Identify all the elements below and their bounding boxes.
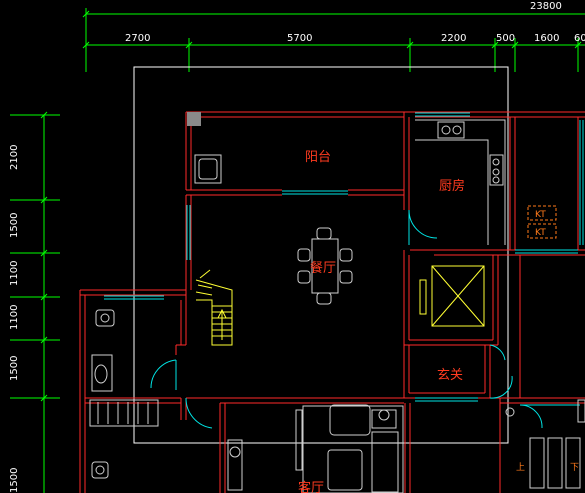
elevator-shaft: [419, 265, 485, 327]
top-dimension-chain: [82, 8, 585, 72]
stair-label-down: 下: [570, 463, 579, 473]
room-label-balcony: 阳台: [305, 150, 331, 165]
dimension-left-1100-b: 1100: [9, 305, 20, 330]
room-label-kitchen: 厨房: [439, 178, 465, 194]
walls: [79, 111, 585, 493]
left-dimension-chain: [10, 111, 60, 493]
windows: [104, 112, 584, 406]
room-label-entrance: 玄关: [437, 368, 463, 383]
column-block: [187, 112, 201, 126]
dimension-600: 600: [574, 33, 585, 44]
stair-label-up: 上: [516, 462, 525, 473]
room-label-living: 客厅: [298, 480, 324, 493]
ac-label-2: KT: [535, 228, 546, 238]
stairs: [195, 269, 233, 346]
ac-units: [527, 205, 557, 239]
ac-label-1: KT: [535, 210, 546, 220]
dimension-2200: 2200: [441, 33, 466, 44]
overall-width-text: 23800: [530, 1, 562, 12]
dimension-left-2100: 2100: [9, 145, 20, 170]
furniture: [89, 119, 585, 493]
dimension-500: 500: [496, 33, 515, 44]
room-label-dining: 餐厅: [310, 260, 336, 276]
dimension-1600: 1600: [534, 33, 559, 44]
door-swings: [150, 209, 543, 429]
dimension-5700: 5700: [287, 33, 312, 44]
dimension-left-1500-a: 1500: [9, 213, 20, 238]
dimension-left-1500-b: 1500: [9, 356, 20, 381]
dimension-left-1100-a: 1100: [9, 261, 20, 286]
dimension-2700: 2700: [125, 33, 150, 44]
dimension-left-1500-c: 1500: [9, 468, 20, 493]
